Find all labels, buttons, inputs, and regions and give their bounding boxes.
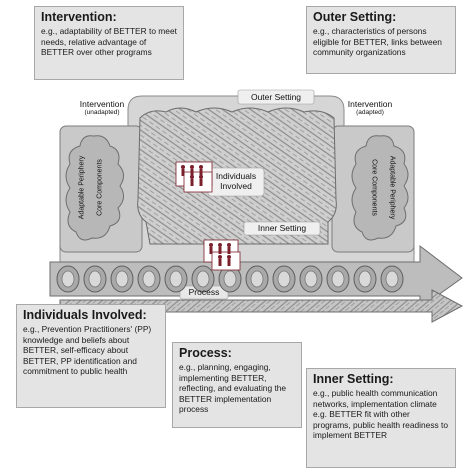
outer-setting-box-body: e.g., characteristics of persons eligibl… — [313, 26, 442, 58]
outer-setting-box: Outer Setting: e.g., characteristics of … — [306, 6, 456, 74]
process-coil-inner — [304, 270, 318, 288]
process-coil-inner — [250, 270, 264, 288]
process-box-body: e.g., planning, engaging, implementing B… — [179, 362, 287, 415]
intervention-adapted-shape — [331, 125, 415, 253]
inner-setting-shape — [137, 89, 337, 245]
process-coil-inner — [196, 270, 210, 288]
inner-setting-box: Inner Setting: e.g., public health commu… — [306, 368, 456, 468]
process-coil-inner — [142, 270, 156, 288]
intervention-adapted-label: Intervention (adapted) — [347, 99, 393, 116]
outer-setting-label: Outer Setting — [250, 92, 302, 102]
process-coil-inner — [358, 270, 372, 288]
process-box-title: Process: — [179, 346, 232, 360]
left-core-label: Core Components — [96, 159, 104, 216]
inner-setting-label: Inner Setting — [257, 223, 307, 233]
individuals-box-body: e.g., Prevention Practitioners' (PP) kno… — [23, 324, 152, 377]
intervention-box-title: Intervention: — [41, 10, 117, 24]
intervention-unadapted-shape — [59, 125, 143, 253]
people-icons-bottom — [203, 239, 241, 271]
people-icons-top — [175, 161, 213, 193]
individuals-involved-label: Individuals Involved — [215, 171, 257, 191]
process-coil-inner — [277, 270, 291, 288]
outer-setting-box-title: Outer Setting: — [313, 10, 397, 24]
intervention-unadapted-label: Intervention (unadapted) — [79, 99, 125, 116]
process-coil-inner — [331, 270, 345, 288]
individuals-box-title: Individuals Involved: — [23, 308, 147, 322]
inner-setting-box-title: Inner Setting: — [313, 372, 394, 386]
left-periphery-label: Adaptable Periphery — [78, 155, 86, 220]
process-coil-inner — [169, 270, 183, 288]
right-periphery-label: Adaptable Periphery — [388, 155, 396, 220]
process-coil-inner — [115, 270, 129, 288]
process-coil-inner — [88, 270, 102, 288]
intervention-box: Intervention: e.g., adaptability of BETT… — [34, 6, 184, 80]
intervention-box-body: e.g., adaptability of BETTER to meet nee… — [41, 26, 177, 58]
process-label: Process — [188, 287, 220, 297]
process-coil-inner — [385, 270, 399, 288]
process-box: Process: e.g., planning, engaging, imple… — [172, 342, 302, 428]
inner-setting-box-body: e.g., public health communication networ… — [313, 388, 449, 441]
process-coils — [56, 265, 404, 293]
process-coil-inner — [61, 270, 75, 288]
right-core-label: Core Components — [370, 159, 378, 216]
individuals-involved-box: Individuals Involved: e.g., Prevention P… — [16, 304, 166, 408]
process-coil-inner — [223, 270, 237, 288]
